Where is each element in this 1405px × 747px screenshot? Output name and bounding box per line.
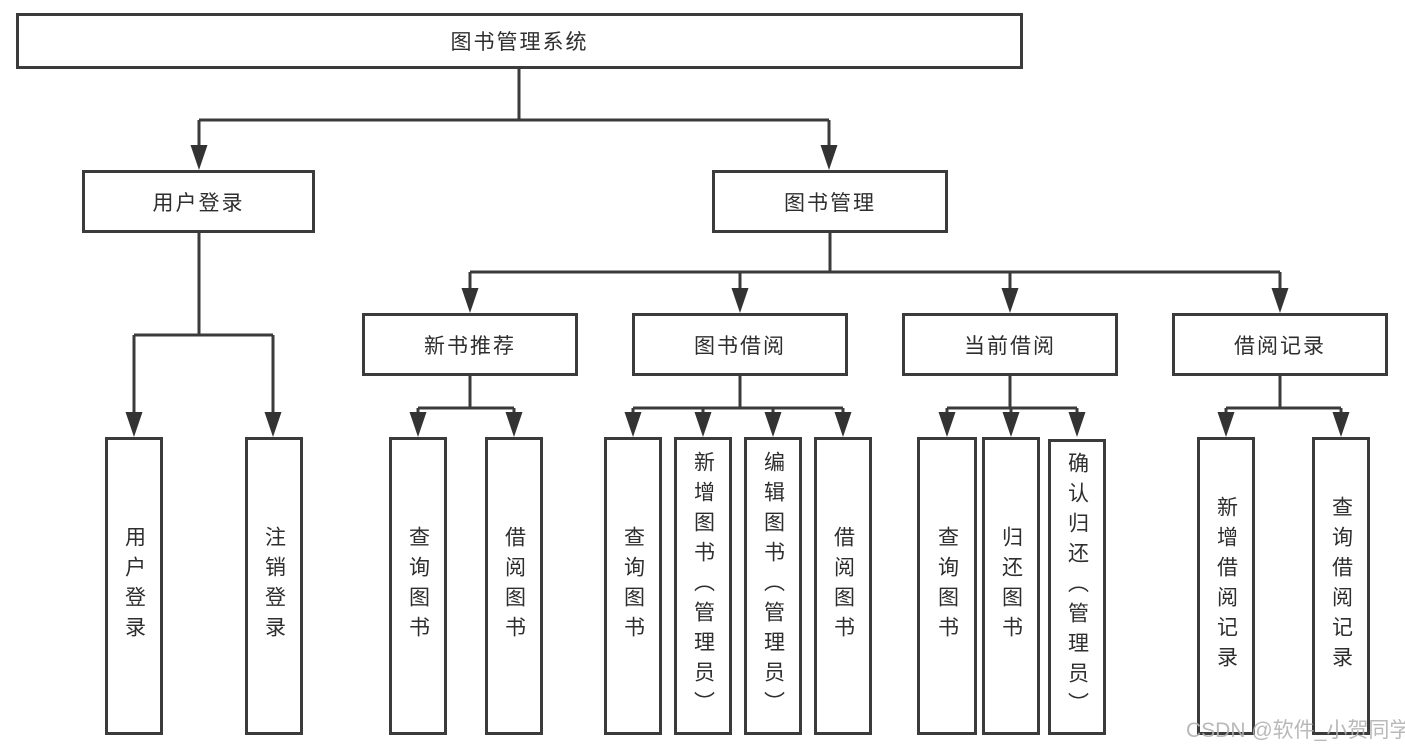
node-cur-query-books-label: 查询图书 <box>935 526 959 646</box>
node-records-query-record-label: 查询借阅记录 <box>1329 496 1353 676</box>
node-borrow-borrow-books-label: 借阅图书 <box>831 526 855 646</box>
node-records-query-record: 查询借阅记录 <box>1312 437 1370 735</box>
node-root: 图书管理系统 <box>16 13 1023 69</box>
edge-root-to-level2 <box>190 69 838 170</box>
node-leaf-user-login-label: 用户登录 <box>122 526 146 646</box>
node-new-book-rec-label: 新书推荐 <box>424 334 516 358</box>
node-user-login: 用户登录 <box>82 170 315 233</box>
watermark-text: CSDN @软件_小贺同学 <box>1186 719 1405 742</box>
node-leaf-user-login: 用户登录 <box>105 437 163 735</box>
node-leaf-logout: 注销登录 <box>245 437 303 735</box>
edge-current-borrow-to-children <box>938 376 1086 437</box>
node-current-borrow-label: 当前借阅 <box>964 334 1056 358</box>
node-borrow-records: 借阅记录 <box>1172 313 1388 376</box>
node-cur-confirm-return-label: 确认归还（管理员） <box>1065 452 1089 722</box>
node-book-borrow-label: 图书借阅 <box>694 334 786 358</box>
node-user-login-label: 用户登录 <box>152 191 245 215</box>
node-borrow-edit-books-label: 编辑图书（管理员） <box>761 451 785 721</box>
node-rec-query-books-label: 查询图书 <box>406 526 430 646</box>
node-cur-return-books: 归还图书 <box>982 437 1040 735</box>
node-records-add-record: 新增借阅记录 <box>1197 437 1255 735</box>
node-book-mgmt-label: 图书管理 <box>784 191 876 215</box>
node-book-mgmt: 图书管理 <box>712 170 948 233</box>
node-leaf-logout-label: 注销登录 <box>262 526 286 646</box>
node-rec-borrow-books: 借阅图书 <box>485 437 543 735</box>
node-borrow-edit-books: 编辑图书（管理员） <box>744 437 802 735</box>
node-borrow-borrow-books: 借阅图书 <box>814 437 872 735</box>
node-root-label: 图书管理系统 <box>450 31 589 54</box>
edge-borrow-records-to-children <box>1217 376 1350 437</box>
node-cur-confirm-return: 确认归还（管理员） <box>1048 439 1106 735</box>
node-borrow-add-books: 新增图书（管理员） <box>674 437 732 735</box>
node-cur-return-books-label: 归还图书 <box>999 526 1023 646</box>
edge-new-book-rec-to-children <box>409 376 523 437</box>
edge-book-borrow-to-children <box>624 376 852 437</box>
node-records-add-record-label: 新增借阅记录 <box>1214 496 1238 676</box>
node-borrow-records-label: 借阅记录 <box>1234 334 1326 358</box>
node-rec-query-books: 查询图书 <box>389 437 447 735</box>
edge-book-mgmt-to-level3 <box>461 233 1289 313</box>
node-borrow-add-books-label: 新增图书（管理员） <box>691 451 715 721</box>
node-cur-query-books: 查询图书 <box>917 437 977 735</box>
node-borrow-query-books: 查询图书 <box>604 437 662 735</box>
node-rec-borrow-books-label: 借阅图书 <box>502 526 526 646</box>
node-book-borrow: 图书借阅 <box>632 313 848 376</box>
node-current-borrow: 当前借阅 <box>902 313 1118 376</box>
edge-user-login-to-children <box>125 233 282 437</box>
node-new-book-rec: 新书推荐 <box>362 313 578 376</box>
node-borrow-query-books-label: 查询图书 <box>621 526 645 646</box>
